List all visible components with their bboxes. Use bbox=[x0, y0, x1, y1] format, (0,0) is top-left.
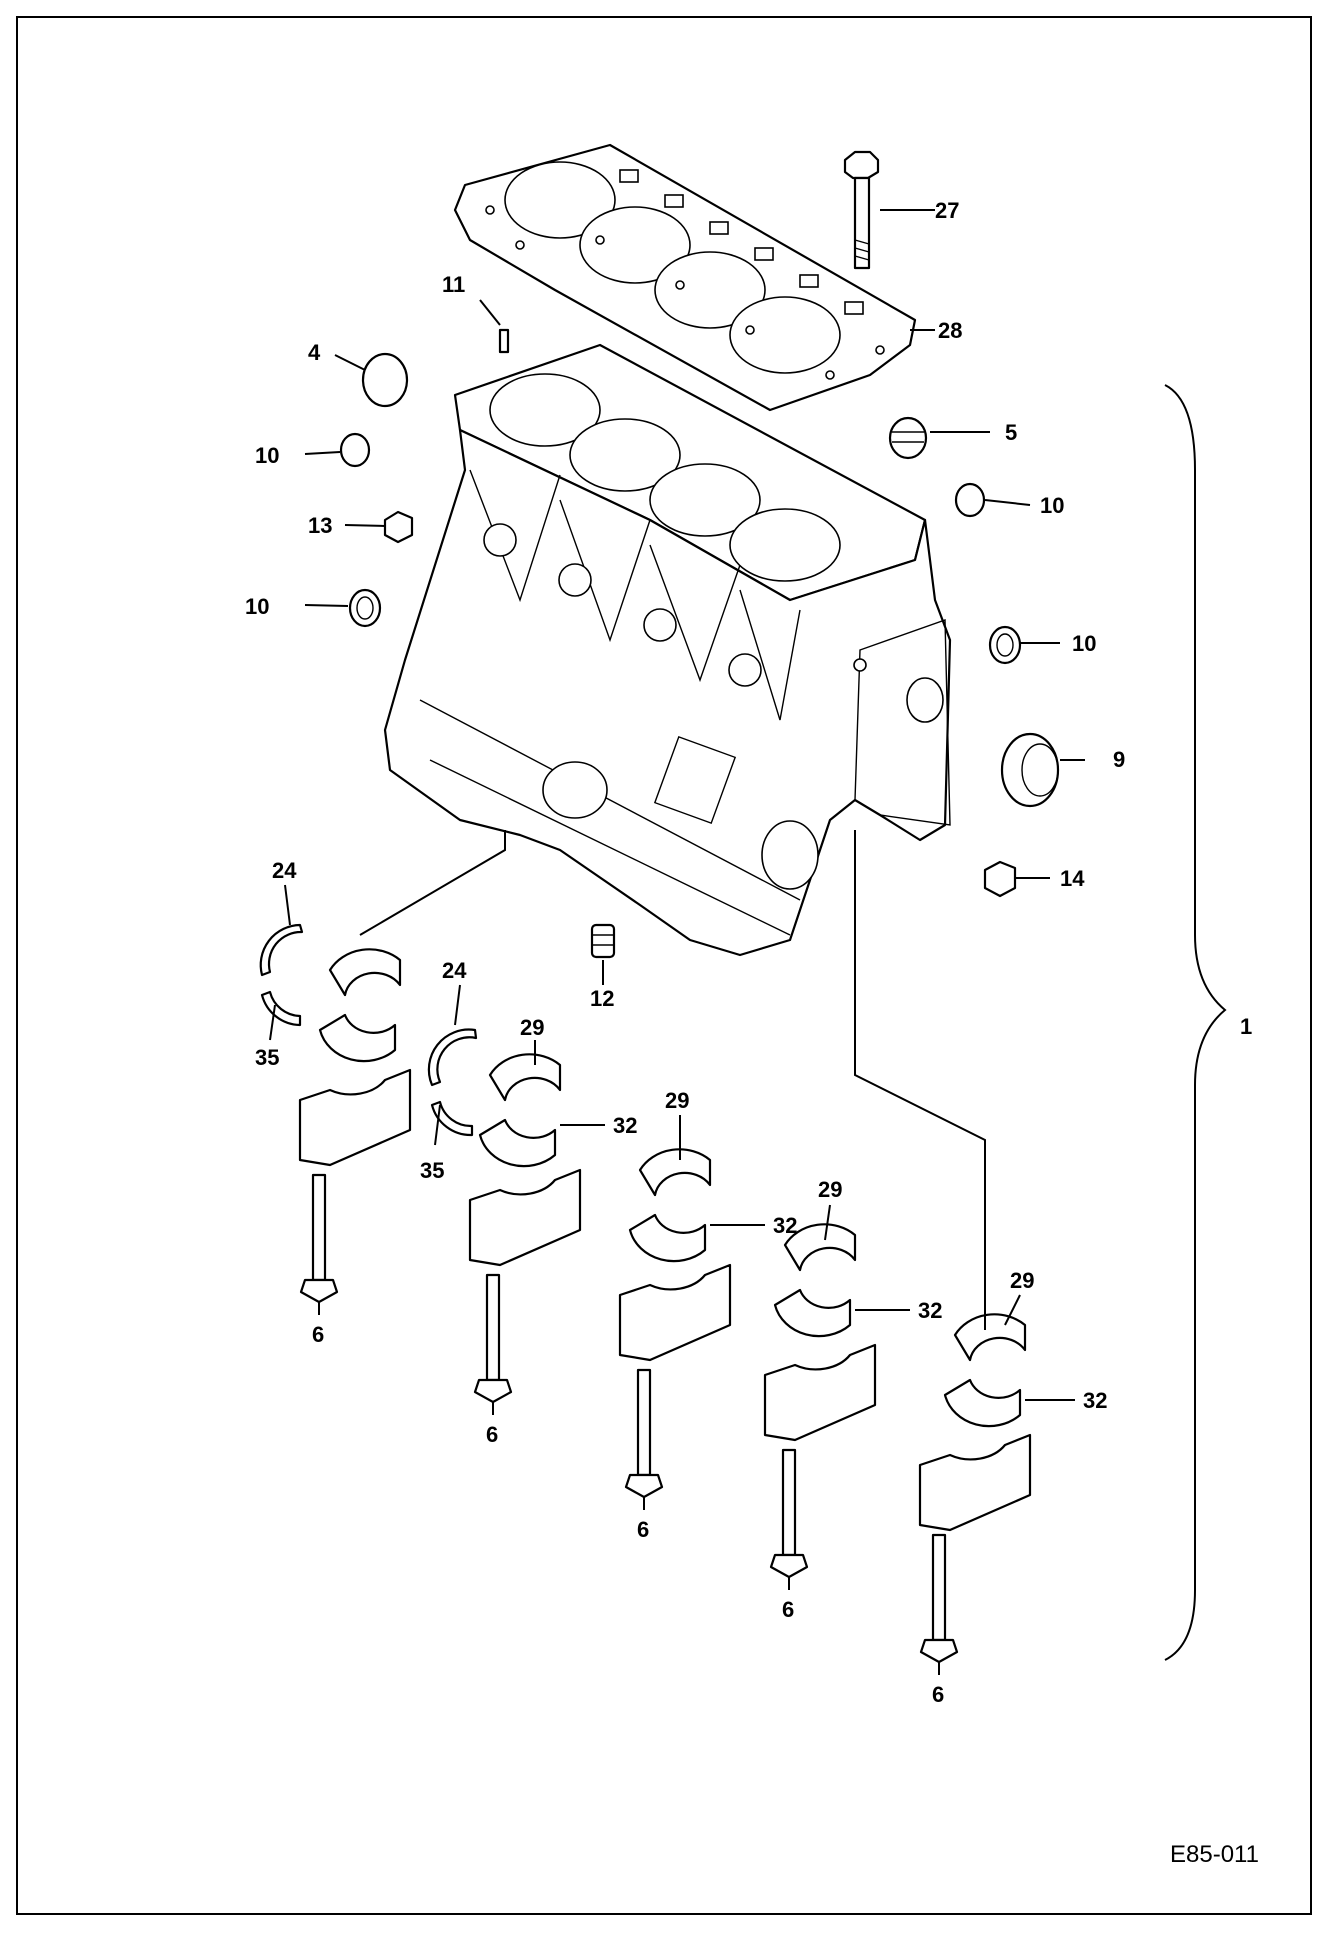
callout-28: 28 bbox=[938, 318, 962, 343]
callout-9: 9 bbox=[1113, 747, 1125, 772]
head-bolt[interactable] bbox=[843, 150, 880, 270]
callout-6-c: 6 bbox=[637, 1517, 649, 1542]
callout-12: 12 bbox=[590, 986, 614, 1011]
main-bolt-2[interactable] bbox=[473, 1273, 513, 1404]
bearing-set-5[interactable] bbox=[918, 1313, 1032, 1532]
callout-5: 5 bbox=[1005, 420, 1017, 445]
callout-13: 13 bbox=[308, 513, 332, 538]
callout-14: 14 bbox=[1060, 866, 1085, 891]
bearing-set-1[interactable] bbox=[298, 948, 412, 1167]
plug-13[interactable] bbox=[383, 510, 414, 544]
callout-labels: 27 28 11 4 5 10 10 13 10 10 9 14 12 1 24… bbox=[245, 198, 1252, 1707]
callout-11: 11 bbox=[442, 272, 465, 297]
callout-29-a: 29 bbox=[520, 1015, 544, 1040]
drawing-number: E85-011 bbox=[1170, 1841, 1259, 1868]
callout-24-a: 24 bbox=[272, 858, 297, 883]
callout-6-a: 6 bbox=[312, 1322, 324, 1347]
callout-10-b: 10 bbox=[1040, 493, 1064, 518]
callout-32-c: 32 bbox=[918, 1298, 942, 1323]
callout-24-b: 24 bbox=[442, 958, 467, 983]
plug-10-d[interactable] bbox=[988, 625, 1022, 665]
callout-35-a: 35 bbox=[255, 1045, 279, 1070]
dowel-pin-11[interactable] bbox=[498, 328, 510, 354]
callout-32-b: 32 bbox=[773, 1213, 797, 1238]
callout-29-d: 29 bbox=[1010, 1268, 1034, 1293]
callout-10-d: 10 bbox=[1072, 631, 1096, 656]
main-bolt-4[interactable] bbox=[769, 1448, 809, 1579]
callout-32-d: 32 bbox=[1083, 1388, 1107, 1413]
callout-29-c: 29 bbox=[818, 1177, 842, 1202]
oil-seal-9[interactable] bbox=[1000, 732, 1060, 808]
callout-35-b: 35 bbox=[420, 1158, 444, 1183]
callout-29-b: 29 bbox=[665, 1088, 689, 1113]
callout-6-b: 6 bbox=[486, 1422, 498, 1447]
callout-10-c: 10 bbox=[245, 594, 269, 619]
plug-5[interactable] bbox=[888, 416, 928, 460]
head-gasket[interactable] bbox=[453, 143, 917, 412]
callout-6-d: 6 bbox=[782, 1597, 794, 1622]
callout-6-e: 6 bbox=[932, 1682, 944, 1707]
callout-32-a: 32 bbox=[613, 1113, 637, 1138]
plug-10-b[interactable] bbox=[954, 482, 986, 518]
assembly-brace bbox=[1164, 384, 1227, 1661]
plug-14[interactable] bbox=[983, 860, 1017, 898]
callout-27: 27 bbox=[935, 198, 959, 223]
main-bolt-1[interactable] bbox=[299, 1173, 339, 1304]
thrust-washer-set-1[interactable] bbox=[259, 923, 304, 1027]
plug-10-a[interactable] bbox=[339, 432, 371, 468]
bearing-set-2[interactable] bbox=[468, 1053, 582, 1267]
main-bolt-5[interactable] bbox=[919, 1533, 959, 1664]
leader-lines bbox=[269, 209, 1085, 1675]
thrust-washer-set-2[interactable] bbox=[427, 1028, 478, 1137]
bearing-set-4[interactable] bbox=[763, 1223, 877, 1442]
cylinder-block[interactable] bbox=[383, 343, 952, 957]
drawing-border bbox=[16, 16, 1312, 1915]
callout-1: 1 bbox=[1240, 1014, 1252, 1039]
main-bolt-3[interactable] bbox=[624, 1368, 664, 1499]
plug-10-c[interactable] bbox=[348, 588, 382, 628]
plug-12[interactable] bbox=[590, 923, 616, 959]
expansion-plug-4[interactable] bbox=[361, 352, 409, 408]
callout-4: 4 bbox=[308, 340, 321, 365]
bearing-set-3[interactable] bbox=[618, 1148, 732, 1362]
callout-10-a: 10 bbox=[255, 443, 279, 468]
